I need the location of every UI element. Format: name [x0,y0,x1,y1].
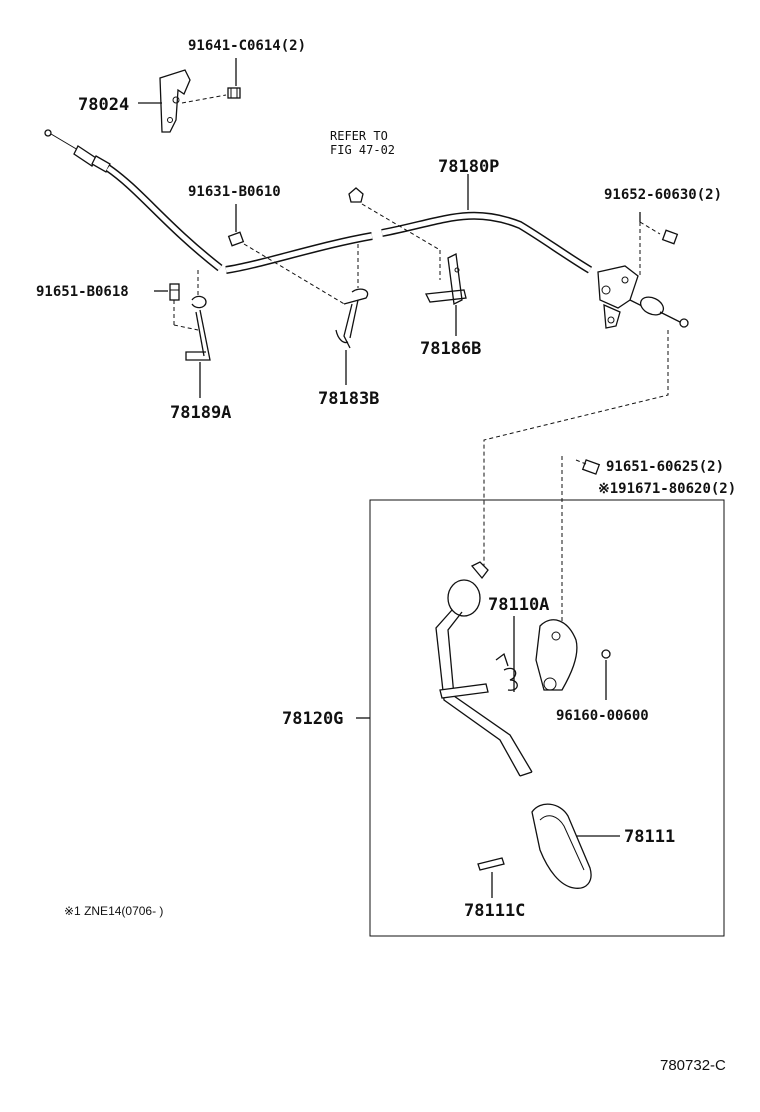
label-78120G: 78120G [282,709,343,729]
label-96160: 96160-00600 [556,708,649,724]
clip-78183B [335,288,369,349]
nut-96160 [601,649,611,659]
dash-nut [361,203,441,251]
label-refer-line1: REFER TO [330,129,388,143]
label-78186B: 78186B [420,339,481,359]
dash-to-pedal [483,330,669,570]
label-91651-60625: 91651-60625(2) [606,459,724,475]
bolt-91631 [227,231,245,247]
dash-91631 [243,243,347,306]
label-91651-b: 91651-B0618 [36,284,129,300]
cable-end-bracket [597,265,689,329]
label-78110A: 78110A [488,595,549,615]
pin-78111C [477,857,505,871]
label-78183B: 78183B [318,389,379,409]
dash-91652-a [639,221,661,235]
dash-91651-60625-a [575,459,587,465]
footnote: ※1 ZNE14(0706- ) [64,904,163,918]
dash-91651-b-2 [173,324,199,331]
bolt-91641 [227,87,241,99]
label-78189A: 78189A [170,403,231,423]
clip-78186B [424,253,467,305]
label-refer-line2: FIG 47-02 [330,143,395,157]
pedal-pad-78111 [531,803,592,889]
bolt-91651-60625 [581,459,601,475]
label-91631: 91631-B0610 [188,184,281,200]
return-spring [495,652,518,691]
dash-78024-bolt [181,94,227,104]
pedal-assembly-box [369,499,725,937]
label-78180P: 78180P [438,157,499,177]
diagram-code: 780732-C [660,1057,726,1074]
label-91671: ※191671-80620(2) [598,481,736,497]
pedal-lever-78110A [435,561,533,777]
nut-refer [348,187,364,203]
clip-78189A [185,295,211,361]
bolt-91651-b [169,283,180,301]
cable-78180P [44,129,593,274]
label-78024: 78024 [78,95,129,115]
label-91641: 91641-C0614(2) [188,38,306,54]
bracket-78024 [159,69,191,133]
label-91652: 91652-60630(2) [604,187,722,203]
label-78111: 78111 [624,827,675,847]
pedal-bracket [535,619,578,691]
label-78111C: 78111C [464,901,525,921]
bolt-91652 [661,229,679,245]
